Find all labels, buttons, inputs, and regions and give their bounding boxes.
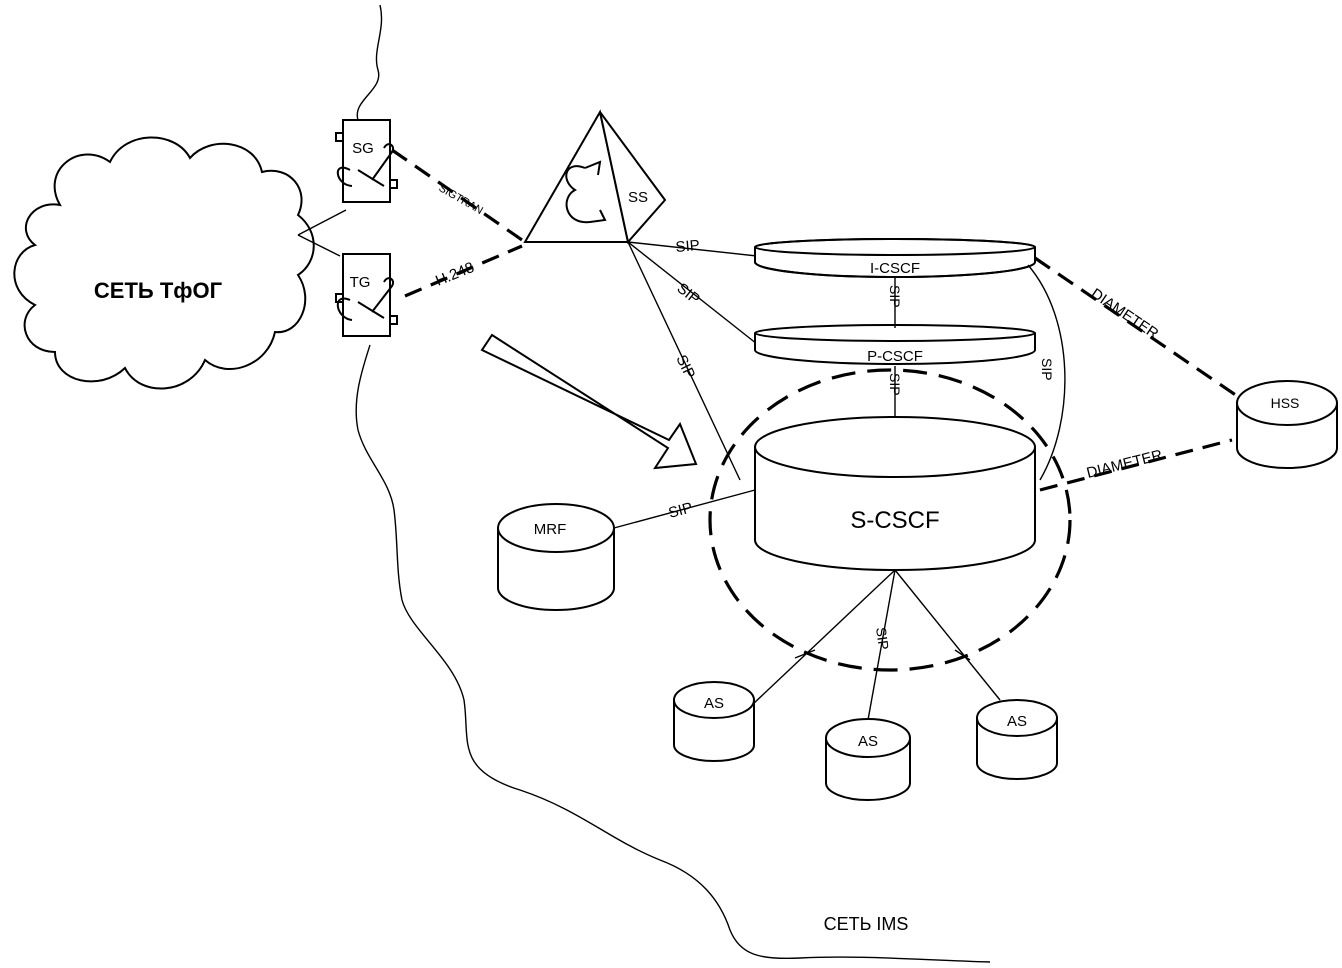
sip-pcscf-scscf-label: SIP [887,373,903,396]
as2-label: AS [858,733,878,750]
cloud-sg-link [297,209,347,236]
sip-ss-scscf-label: SIP [672,352,698,381]
hollow-arrow [480,333,698,470]
as-link-tick-2 [954,649,971,661]
softswitch-node: SS [523,109,667,245]
sip-as-label: SIP [873,626,892,651]
sg-node: SG [335,119,398,203]
h248-label: H.248 [433,259,476,290]
scscf-domain-circle [708,368,1072,672]
as-node-3: AS [976,699,1058,780]
pstn-cloud: СЕТЬ ТфОГ [13,136,315,390]
hss-node: HSS [1236,380,1338,469]
diameter-scscf-link [1039,438,1233,492]
scscf-node: S-CSCF [754,416,1036,571]
as-link-tick-1 [794,649,816,659]
tg-node: TG [335,253,398,337]
mrf-scscf-link [613,489,756,529]
sip-mrf-label: SIP [667,499,695,522]
h248-link [404,244,523,298]
as-node-2: AS [825,718,911,801]
as3-label: AS [1007,713,1027,730]
as-node-1: AS [673,681,755,762]
icscf-label: I-CSCF [870,260,920,277]
ims-network-label: СЕТЬ IMS [824,914,909,934]
scscf-as2-link [867,569,896,721]
sg-label: SG [352,140,374,157]
network-boundary-line [355,4,991,963]
icscf-scscf-link [1027,264,1066,481]
sip-icscf-pcscf-label: SIP [887,285,903,308]
tg-label: TG [350,274,371,291]
ss-scscf-link [627,241,741,481]
diameter-icscf-label: DIAMETER [1088,285,1162,343]
scscf-as3-link [894,569,1001,701]
cloud-tg-link [297,234,341,257]
icscf-node: I-CSCF [754,238,1036,278]
diameter-icscf-link [1034,256,1241,400]
sip-ss-icscf-label: SIP [675,237,701,256]
mrf-label: MRF [534,521,567,538]
as1-label: AS [704,695,724,712]
pcscf-label: P-CSCF [867,348,923,365]
diameter-scscf-label: DIAMETER [1085,447,1164,482]
pcscf-node: P-CSCF [754,324,1036,365]
pstn-network-label: СЕТЬ ТфОГ [94,278,223,303]
ss-label: SS [628,189,648,206]
sip-icscf-scscf-label: SIP [1039,358,1055,381]
ss-pcscf-link [627,241,758,345]
scscf-label: S-CSCF [850,507,939,534]
sigtran-label: SIGTRAN [437,182,485,217]
sip-ss-pcscf-label: SIP [674,280,704,308]
hss-label: HSS [1271,395,1300,411]
scscf-as1-link [751,569,896,706]
ss-icscf-link [627,241,758,257]
mrf-node: MRF [497,503,615,611]
